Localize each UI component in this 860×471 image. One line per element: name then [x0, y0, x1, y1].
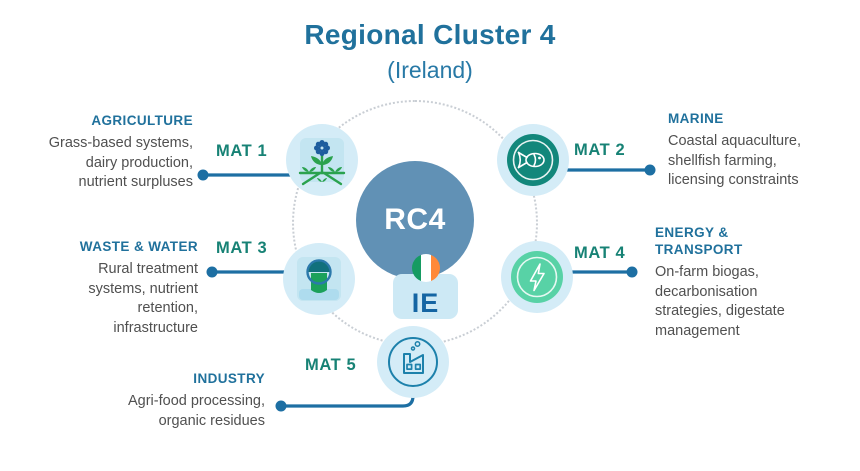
- mat5-label: MAT 5: [305, 356, 357, 374]
- mat3-label: MAT 3: [216, 239, 268, 257]
- mat4-label: MAT 4: [574, 244, 626, 262]
- marine-node: [497, 124, 569, 196]
- industry-heading: INDUSTRY: [193, 371, 265, 386]
- mat4-connector-dot: [626, 266, 638, 278]
- mat2-label: MAT 2: [574, 141, 626, 159]
- waste-water-block: WASTE & WATER Rural treatment systems, n…: [0, 238, 198, 338]
- marine-block: MARINE Coastal aquaculture, shellfish fa…: [668, 110, 848, 191]
- mat3-connector-dot: [206, 266, 218, 278]
- country-code: IE: [411, 288, 440, 318]
- agriculture-node: [286, 124, 358, 196]
- energy-transport-node: [501, 241, 573, 313]
- energy-transport-description: On-farm biogas, decarbonisation strategi…: [655, 264, 785, 339]
- marine-description: Coastal aquaculture, shellfish farming, …: [668, 133, 801, 188]
- marine-heading: MARINE: [668, 111, 724, 126]
- diagram-title-block: Regional Cluster 4 (Ireland): [195, 18, 665, 85]
- mat1-connector-dot: [197, 169, 209, 181]
- page-title: Regional Cluster 4: [304, 19, 556, 50]
- agriculture-description: Grass-based systems, dairy production, n…: [48, 135, 193, 190]
- country-badge: IE: [393, 254, 458, 319]
- industry-block: INDUSTRY Agri-food processing, organic r…: [35, 370, 265, 431]
- waste-water-node: [283, 243, 355, 315]
- mat1-label: MAT 1: [216, 142, 268, 160]
- mat2-connector-dot: [644, 164, 656, 176]
- page-subtitle: (Ireland): [387, 57, 473, 83]
- agriculture-block: AGRICULTURE Grass-based systems, dairy p…: [0, 112, 193, 193]
- energy-transport-heading: ENERGY & TRANSPORT: [655, 225, 743, 257]
- waste-water-description: Rural treatment systems, nutrient retent…: [88, 261, 198, 336]
- plant-flower-icon: [286, 124, 358, 196]
- mat5-connector-dot: [275, 400, 287, 412]
- ireland-flag-icon: [411, 254, 440, 282]
- factory-icon: [377, 326, 449, 398]
- industry-description: Agri-food processing, organic residues: [127, 393, 265, 429]
- industry-node: [377, 326, 449, 398]
- agriculture-heading: AGRICULTURE: [91, 113, 193, 128]
- lightning-bolt-icon: [501, 241, 573, 313]
- waste-water-heading: WASTE & WATER: [79, 239, 198, 254]
- water-outfall-icon: [283, 243, 355, 315]
- energy-transport-block: ENERGY & TRANSPORT On-farm biogas, decar…: [655, 224, 825, 341]
- hub-label: RC4: [384, 203, 446, 236]
- fish-icon: [497, 124, 569, 196]
